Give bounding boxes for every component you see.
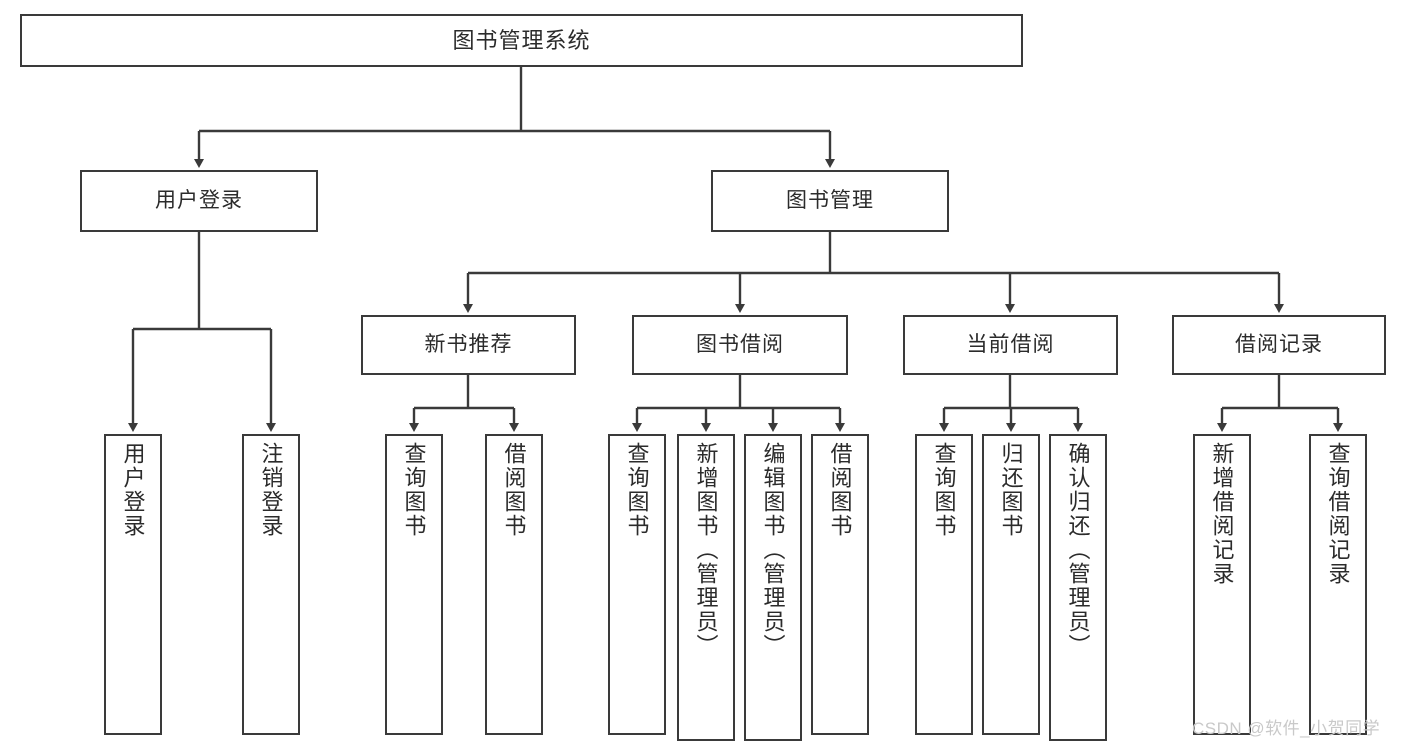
node-label: 注销登录 — [258, 442, 284, 538]
leaf-current-query-book[interactable]: 查询图书 — [915, 434, 973, 735]
node-label: 图书借阅 — [696, 332, 784, 356]
node-label: 新书推荐 — [424, 332, 513, 356]
node-label: 确认归还（管理员） — [1065, 442, 1091, 658]
leaf-recommend-query-book[interactable]: 查询图书 — [385, 434, 443, 735]
node-label: 查询图书 — [624, 442, 650, 538]
leaf-current-confirm-return-admin[interactable]: 确认归还（管理员） — [1049, 434, 1107, 741]
leaf-borrow-add-book-admin[interactable]: 新增图书（管理员） — [677, 434, 735, 741]
node-book-management[interactable]: 图书管理 — [711, 170, 949, 232]
leaf-user-login-logout[interactable]: 注销登录 — [242, 434, 300, 735]
leaf-record-add-record[interactable]: 新增借阅记录 — [1193, 434, 1251, 735]
node-label: 借阅图书 — [827, 442, 853, 538]
node-current-borrow[interactable]: 当前借阅 — [903, 315, 1118, 375]
node-label: 新增借阅记录 — [1209, 442, 1235, 586]
leaf-borrow-borrow-book[interactable]: 借阅图书 — [811, 434, 869, 735]
node-label: 借阅图书 — [501, 442, 527, 538]
node-label: 借阅记录 — [1235, 332, 1323, 356]
node-book-borrow[interactable]: 图书借阅 — [632, 315, 848, 375]
csdn-watermark: CSDN @软件_小贺同学 — [1192, 719, 1381, 738]
node-borrow-record[interactable]: 借阅记录 — [1172, 315, 1386, 375]
node-label: 编辑图书（管理员） — [760, 442, 786, 658]
node-label: 用户登录 — [120, 442, 146, 538]
leaf-borrow-query-book[interactable]: 查询图书 — [608, 434, 666, 735]
node-label: 图书管理 — [786, 188, 874, 212]
leaf-recommend-borrow-book[interactable]: 借阅图书 — [485, 434, 543, 735]
node-label: 查询图书 — [401, 442, 427, 538]
node-label: 新增图书（管理员） — [693, 442, 719, 658]
node-label: 归还图书 — [998, 442, 1024, 538]
node-new-book-recommend[interactable]: 新书推荐 — [361, 315, 576, 375]
node-label: 查询图书 — [931, 442, 957, 538]
node-user-login[interactable]: 用户登录 — [80, 170, 318, 232]
node-label: 查询借阅记录 — [1325, 442, 1351, 586]
leaf-user-login-login[interactable]: 用户登录 — [104, 434, 162, 735]
leaf-current-return-book[interactable]: 归还图书 — [982, 434, 1040, 735]
node-label: 用户登录 — [155, 188, 243, 212]
node-label: 当前借阅 — [966, 332, 1055, 356]
leaf-borrow-edit-book-admin[interactable]: 编辑图书（管理员） — [744, 434, 802, 741]
leaf-record-query-record[interactable]: 查询借阅记录 — [1309, 434, 1367, 735]
node-root-system[interactable]: 图书管理系统 — [20, 14, 1023, 67]
node-label: 图书管理系统 — [452, 27, 591, 53]
